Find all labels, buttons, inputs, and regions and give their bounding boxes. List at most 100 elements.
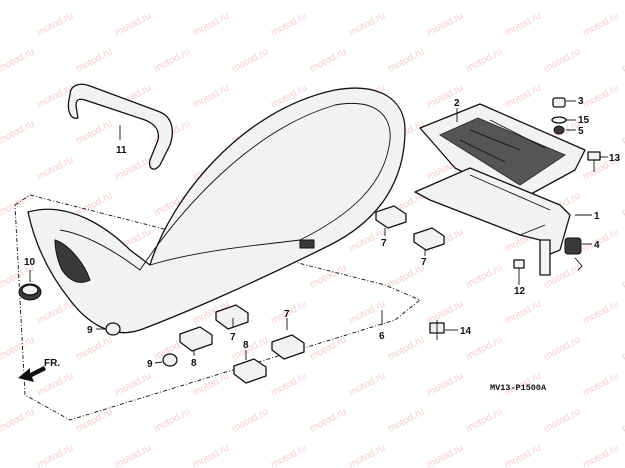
watermark-text: motod.ru: [308, 334, 348, 362]
watermark-text: motod.ru: [230, 334, 270, 362]
watermark-text: motod.ru: [74, 46, 114, 74]
cushion: [271, 334, 305, 360]
leader-lines: [29, 100, 608, 364]
watermark-text: motod.ru: [542, 334, 582, 362]
watermark-text: motod.ru: [152, 0, 192, 3]
direction-arrow-icon: [18, 366, 46, 382]
watermark-text: motod.ru: [308, 46, 348, 74]
watermark-text: motod.ru: [581, 370, 621, 398]
fasteners: [18, 97, 601, 367]
watermark-text: motod.ru: [230, 46, 270, 74]
watermark-text: motod.ru: [425, 442, 465, 468]
watermark-text: motod.ru: [74, 0, 114, 3]
watermark-text: motod.ru: [542, 46, 582, 74]
watermark-text: motod.ru: [464, 406, 504, 434]
callout-4: 4: [594, 240, 600, 251]
watermark-text: motod.ru: [74, 406, 114, 434]
callout-11: 11: [116, 145, 127, 156]
cushion: [413, 227, 445, 251]
cushion: [215, 304, 249, 330]
callout-8: 8: [191, 358, 197, 369]
watermark-text: motod.ru: [425, 370, 465, 398]
watermark-text: motod.ru: [0, 118, 36, 146]
watermark-text: motod.ru: [269, 442, 309, 468]
grab-strap-part: [67, 83, 173, 170]
watermark-text: motod.ru: [230, 406, 270, 434]
watermark-text: motod.ru: [113, 10, 153, 38]
watermark-text: motod.ru: [347, 298, 387, 326]
callout-8b: 8: [243, 340, 249, 351]
watermark-text: motod.ru: [620, 0, 625, 3]
callout-2: 2: [454, 98, 460, 109]
watermark-text: motod.ru: [74, 334, 114, 362]
watermark-text: motod.ru: [347, 370, 387, 398]
watermark-text: motod.ru: [503, 298, 543, 326]
watermark-text: motod.ru: [620, 190, 625, 218]
watermark-text: motod.ru: [620, 406, 625, 434]
watermark-text: motod.ru: [386, 0, 426, 3]
watermark-text: motod.ru: [581, 10, 621, 38]
watermark-text: motod.ru: [191, 82, 231, 110]
direction-label: FR.: [44, 358, 60, 369]
watermark-text: motod.ru: [35, 442, 75, 468]
watermark-text: motod.ru: [308, 262, 348, 290]
watermark-text: motod.ru: [581, 442, 621, 468]
rubber-cushions: [179, 205, 445, 384]
watermark-text: motod.ru: [425, 10, 465, 38]
callout-9b: 9: [147, 359, 153, 370]
watermark-text: motod.ru: [542, 406, 582, 434]
watermark-text: motod.ru: [542, 0, 582, 3]
watermark-text: motod.ru: [308, 406, 348, 434]
watermark-text: motod.ru: [269, 10, 309, 38]
cushion: [179, 326, 213, 352]
callout-7c: 7: [230, 332, 236, 343]
watermark-text: motod.ru: [581, 82, 621, 110]
watermark-text: motod.ru: [386, 46, 426, 74]
watermark-text: motod.ru: [269, 370, 309, 398]
watermark-text: motod.ru: [620, 46, 625, 74]
watermark-text: motod.ru: [35, 370, 75, 398]
callout-6: 6: [379, 331, 385, 342]
watermark-text: motod.ru: [464, 262, 504, 290]
callout-10: 10: [24, 257, 36, 268]
watermark-text: motod.ru: [113, 370, 153, 398]
watermark-text: motod.ru: [464, 46, 504, 74]
watermark-text: motod.ru: [386, 406, 426, 434]
watermark-text: motod.ru: [191, 370, 231, 398]
watermark-text: motod.ru: [35, 298, 75, 326]
watermark-text: motod.ru: [620, 262, 625, 290]
watermark-text: motod.ru: [0, 334, 36, 362]
watermark-text: motod.ru: [74, 190, 114, 218]
watermark-text: motod.ru: [35, 154, 75, 182]
watermark-text: motod.ru: [0, 406, 36, 434]
watermark-text: motod.ru: [191, 442, 231, 468]
callout-3: 3: [578, 96, 584, 107]
watermark-text: motod.ru: [152, 406, 192, 434]
callout-7b: 7: [421, 257, 427, 268]
front-direction-indicator: FR.: [18, 358, 60, 382]
seat-lock-part: [564, 237, 583, 271]
watermark-text: motod.ru: [581, 298, 621, 326]
callout-5: 5: [578, 126, 584, 137]
watermark-text: motod.ru: [0, 0, 36, 3]
watermark-text: motod.ru: [503, 82, 543, 110]
callout-9: 9: [87, 325, 93, 336]
callout-layer: 11 2 3 15 5 13 1 4 12 14 10 9 9 7 7 7 7 …: [24, 96, 621, 370]
seat-part: [27, 87, 406, 334]
callout-12: 12: [514, 286, 526, 297]
carrier-bracket-part: [414, 167, 571, 276]
watermark-text: motod.ru: [191, 10, 231, 38]
watermark-text: motod.ru: [0, 46, 36, 74]
watermark-text: motod.ru: [503, 10, 543, 38]
rear-carrier-part: [419, 103, 586, 201]
callout-1: 1: [594, 211, 600, 222]
callout-15: 15: [578, 115, 590, 126]
watermark-text: motod.ru: [347, 10, 387, 38]
cushion: [375, 205, 407, 229]
watermark-text: motod.ru: [113, 442, 153, 468]
watermark-text: motod.ru: [581, 226, 621, 254]
watermark-text: motod.ru: [464, 334, 504, 362]
watermark-text: motod.ru: [620, 334, 625, 362]
callout-13: 13: [609, 153, 621, 164]
